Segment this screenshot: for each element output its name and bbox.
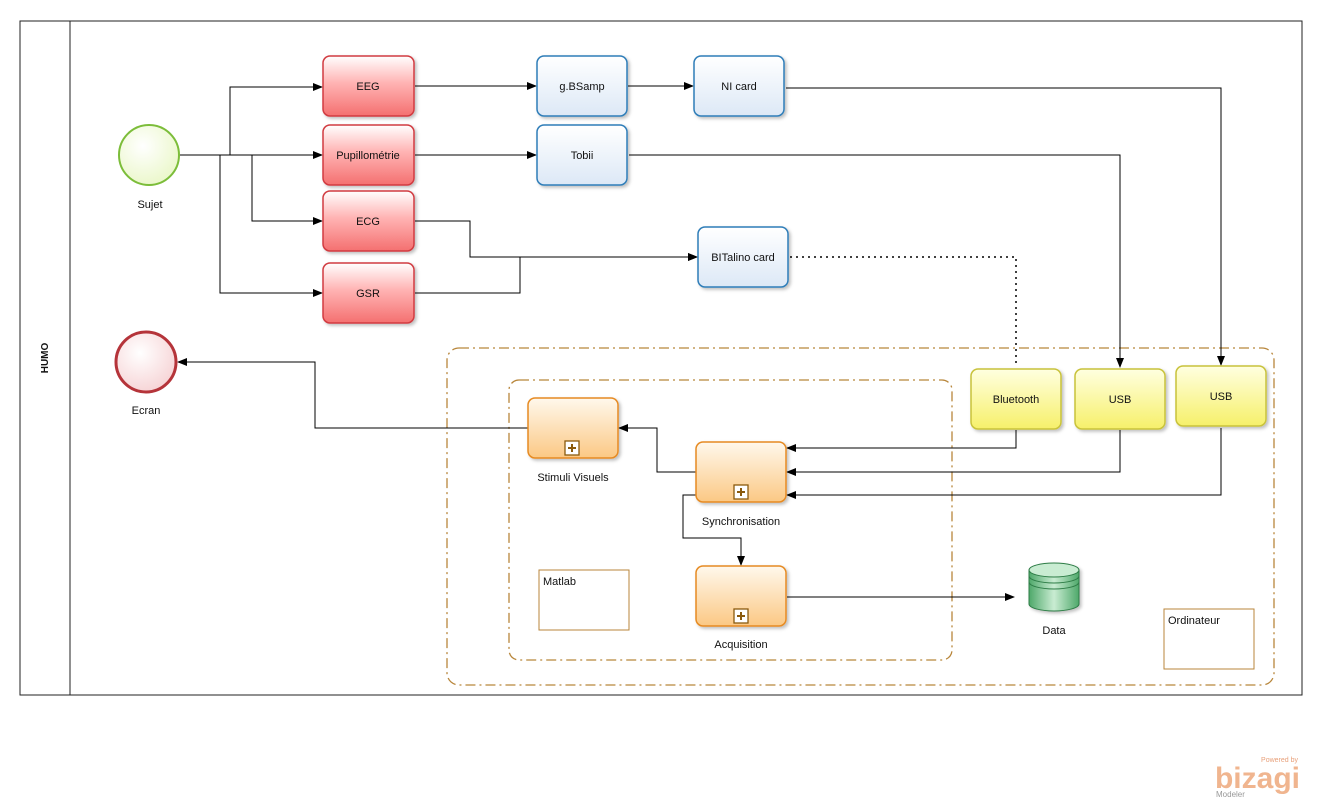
- flow-stimuli-ecran: [177, 358, 528, 429]
- subprocess-acquisition-label: Acquisition: [714, 639, 767, 651]
- flow-sync-stimuli: [618, 424, 696, 473]
- datastore-icon[interactable]: [1028, 562, 1080, 612]
- task-tobii-label: Tobii: [571, 150, 594, 162]
- task-usb-1-label: USB: [1109, 394, 1132, 406]
- subprocess-stimuli[interactable]: [527, 397, 619, 459]
- flow-usb1-sync: [786, 430, 1121, 476]
- task-ecg-label: ECG: [356, 216, 380, 228]
- task-gbsamp[interactable]: [536, 55, 628, 117]
- flow-gsr-bitalino: [415, 253, 698, 294]
- annotation-ordinateur-label: Ordinateur: [1168, 615, 1220, 627]
- task-pupillometrie-label: Pupillométrie: [336, 150, 400, 162]
- task-nicard-label: NI card: [721, 81, 756, 93]
- connectors: [177, 82, 1225, 601]
- task-bluetooth[interactable]: [970, 368, 1062, 430]
- subprocess-stimuli-label: Stimuli Visuels: [537, 472, 609, 484]
- datastore-label: Data: [1042, 625, 1066, 637]
- task-pupillometrie[interactable]: [322, 124, 415, 186]
- task-gsr-label: GSR: [356, 288, 380, 300]
- task-usb-2[interactable]: [1175, 365, 1267, 427]
- task-gbsamp-label: g.BSamp: [559, 81, 604, 93]
- task-usb-1[interactable]: [1074, 368, 1166, 430]
- end-event-label: Ecran: [132, 405, 161, 417]
- group-ordinateur: [446, 347, 1275, 686]
- flow-tobii-usb1: [629, 154, 1124, 368]
- pool-label: HUMO: [40, 343, 51, 374]
- watermark-brand: bizagi: [1215, 762, 1300, 795]
- flow-sujet-gsr: [180, 154, 323, 297]
- task-ecg[interactable]: [322, 190, 415, 252]
- annotation-matlab-label: Matlab: [543, 576, 576, 588]
- task-bluetooth-label: Bluetooth: [993, 394, 1039, 406]
- pool-humo[interactable]: HUMO: [19, 20, 1303, 696]
- annotation-ordinateur[interactable]: [1163, 608, 1255, 670]
- task-gsr[interactable]: [322, 262, 415, 324]
- end-event-ecran[interactable]: [114, 330, 178, 394]
- subprocess-synchronisation[interactable]: [695, 441, 787, 503]
- task-nicard[interactable]: [693, 55, 785, 117]
- task-eeg[interactable]: [322, 55, 415, 117]
- task-bitalino-label: BITalino card: [711, 252, 775, 264]
- task-bitalino[interactable]: [697, 226, 789, 288]
- start-event-sujet[interactable]: [118, 124, 180, 186]
- annotation-matlab[interactable]: [538, 569, 630, 631]
- flow-sync-acq: [682, 494, 745, 566]
- flow-nicard-usb2: [786, 87, 1225, 366]
- watermark-powered: Powered by: [1261, 757, 1298, 764]
- flow-bluetooth-sync: [786, 430, 1017, 452]
- subprocess-synchronisation-label: Synchronisation: [702, 516, 780, 528]
- flow-usb2-sync: [786, 428, 1222, 499]
- subprocess-acquisition[interactable]: [695, 565, 787, 627]
- task-tobii[interactable]: [536, 124, 628, 186]
- task-eeg-label: EEG: [356, 81, 379, 93]
- bizagi-watermark: Powered by bizagi Modeler: [1215, 757, 1300, 799]
- group-matlab: [508, 379, 953, 661]
- task-usb-2-label: USB: [1210, 391, 1233, 403]
- start-event-label: Sujet: [137, 199, 162, 211]
- watermark-product: Modeler: [1216, 790, 1245, 799]
